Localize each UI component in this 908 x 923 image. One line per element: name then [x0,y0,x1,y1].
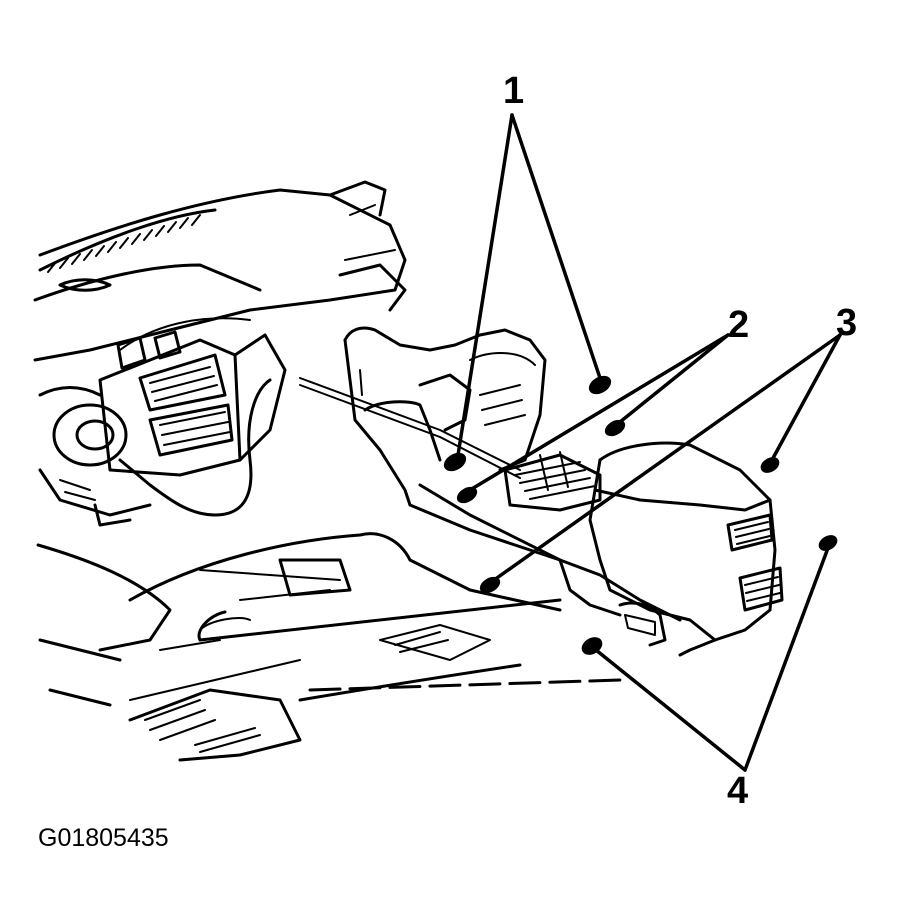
leader-3b [492,333,842,582]
center-stack [98,330,287,477]
floor-pan [36,532,562,762]
console-bracket [343,326,547,507]
defroster-grille [38,208,217,292]
callout-2: 2 [728,304,750,346]
leader-2a [618,333,730,424]
leader-3a [770,333,842,462]
leader-1b [510,113,602,380]
fastener-3a [760,457,780,473]
fastener-1a [443,452,467,472]
fastener-group-3 [479,457,780,594]
leader-4b [594,648,747,772]
callout-3: 3 [836,302,858,344]
leader-2b [468,333,730,492]
wiring-harness [118,377,622,692]
fastener-2b [456,486,478,504]
fastener-1b [588,375,612,395]
fastener-group-1 [443,375,612,472]
figure-id: G01805435 [38,824,169,852]
leader-lines [456,113,842,772]
fastener-group-2 [456,419,626,504]
console-assembly [408,441,784,657]
callout-1: 1 [503,70,525,112]
fastener-2a [604,419,626,437]
leader-1a [456,113,514,457]
callout-4: 4 [727,770,749,812]
steering-column [38,386,152,527]
leader-4a [743,546,830,772]
fastener-4a [818,535,838,551]
